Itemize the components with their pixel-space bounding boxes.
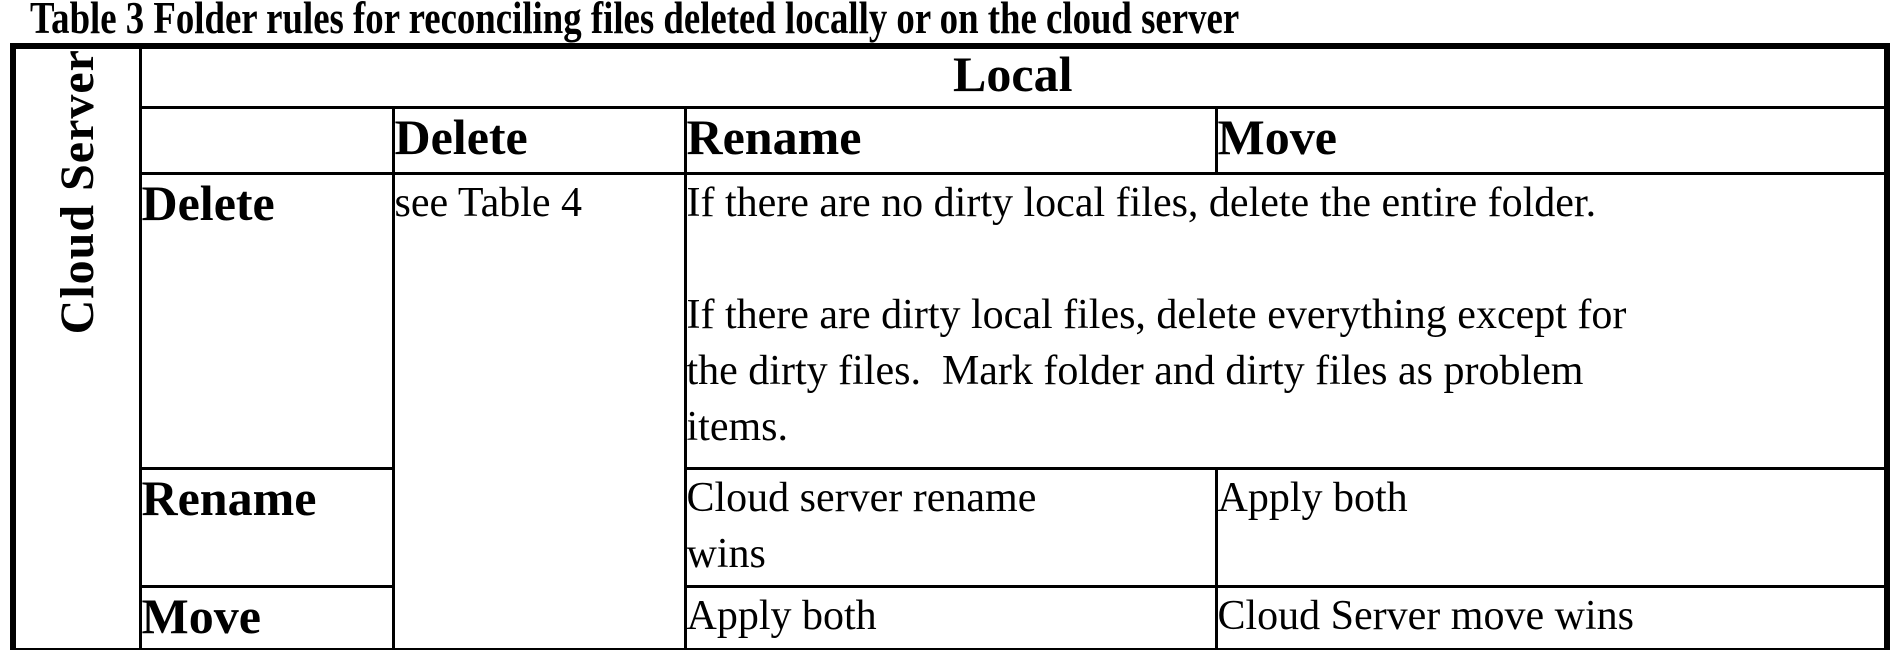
- col-header-delete: Delete: [391, 105, 687, 175]
- row-header-move: Move: [138, 584, 395, 650]
- local-axis-label: Local: [138, 44, 1889, 109]
- row-rename: Rename Cloud server rename wins Apply bo…: [13, 466, 1889, 588]
- cloud-server-axis-label: Cloud Server: [50, 49, 104, 335]
- cell-move-rename: Apply both: [683, 584, 1218, 650]
- row-header-delete: Delete: [138, 171, 395, 470]
- cell-delete-delete: see Table 4: [391, 171, 687, 650]
- row-header-rename: Rename: [138, 466, 395, 588]
- col-header-move: Move: [1214, 105, 1889, 175]
- cloud-server-axis-cell: Cloud Server: [11, 44, 142, 650]
- cell-move-move: Cloud Server move wins: [1214, 584, 1889, 650]
- row-move: Move Apply both Cloud Server move wins: [13, 584, 1889, 650]
- corner-cell: [138, 105, 395, 175]
- col-header-rename: Rename: [683, 105, 1218, 175]
- column-headers-row: Delete Rename Move: [13, 105, 1889, 175]
- table-caption: Table 3 Folder rules for reconciling fil…: [30, 0, 1240, 43]
- folder-rules-table: Cloud Server Local Delete Rename Move De…: [10, 43, 1890, 650]
- header-row-local: Cloud Server Local: [11, 44, 1889, 650]
- cell-rename-move: Apply both: [1214, 466, 1889, 588]
- cell-delete-rename-move: If there are no dirty local files, delet…: [683, 171, 1889, 470]
- cell-rename-rename: Cloud server rename wins: [683, 466, 1218, 588]
- row-delete: Delete see Table 4 If there are no dirty…: [13, 171, 1889, 650]
